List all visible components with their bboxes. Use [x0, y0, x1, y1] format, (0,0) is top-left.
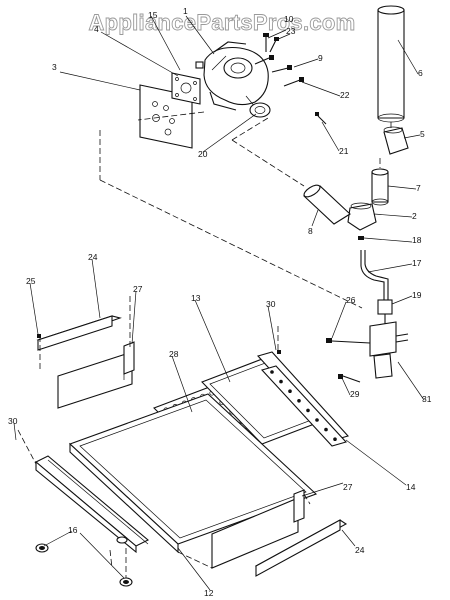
part-29-screw: [338, 374, 361, 383]
part-7-tube: [371, 168, 389, 206]
callout-4: 4: [94, 24, 99, 34]
callout-labels: 1 2 3 4 5 6 7 8 9 10 12 13 14 15 16 17 1…: [8, 6, 432, 598]
callout-12: 12: [204, 588, 214, 598]
callout-2: 2: [412, 211, 417, 221]
part-14-manifold-rail: [256, 351, 350, 447]
manifold-orifice: [333, 437, 337, 442]
callout-14: 14: [406, 482, 416, 492]
callout-7: 7: [416, 183, 421, 193]
part-17-18-19-gas-line: [358, 236, 393, 326]
callout-9: 9: [318, 53, 323, 63]
manifold-orifice: [297, 399, 301, 403]
callout-20: 20: [198, 149, 208, 159]
callout-1: 1: [183, 6, 188, 16]
callout-30-right: 30: [266, 299, 276, 309]
part-2-elbow: [347, 202, 377, 231]
callout-16: 16: [68, 525, 78, 535]
callout-19: 19: [412, 290, 422, 300]
callout-24-right: 24: [355, 545, 365, 555]
callout-25: 25: [26, 276, 36, 286]
part-1-inducer-blower: [203, 41, 269, 111]
callout-18: 18: [412, 235, 422, 245]
manifold-orifice: [315, 418, 319, 422]
callout-24-left: 24: [88, 252, 98, 262]
callout-21: 21: [339, 146, 349, 156]
callout-30-left: 30: [8, 416, 18, 426]
callout-31: 31: [422, 394, 432, 404]
callout-28: 28: [169, 349, 179, 359]
callout-27-right: 27: [343, 482, 353, 492]
part-16-feet: [35, 536, 133, 587]
callout-5: 5: [420, 129, 425, 139]
callout-26: 26: [346, 295, 356, 305]
manifold-orifice: [270, 370, 274, 374]
manifold-orifice: [288, 389, 292, 394]
part-30-screw-right: [277, 350, 281, 354]
alignment-lines-lower: [17, 296, 311, 578]
callout-23: 23: [286, 26, 296, 36]
part-8-pipe: [303, 184, 351, 225]
part-6-vent-pipe: [377, 5, 405, 123]
manifold-orifice: [306, 408, 310, 413]
leader-lines: [13, 15, 425, 591]
part-9-22-screws: [271, 65, 304, 87]
part-31-gas-valve: [326, 321, 409, 379]
callout-3: 3: [52, 62, 57, 72]
callout-17: 17: [412, 258, 422, 268]
part-24-side-panel-right: [254, 519, 348, 577]
callout-27-left: 27: [133, 284, 143, 294]
part-20-flange: [249, 102, 271, 118]
part-27-bracket-right: [211, 489, 305, 569]
callout-6: 6: [418, 68, 423, 78]
part-5-coupling: [383, 126, 409, 155]
part-23-10-bolts: [254, 33, 279, 65]
part-21-screw: [315, 112, 327, 125]
callout-22: 22: [340, 90, 350, 100]
part-25-screw: [37, 334, 41, 338]
callout-8: 8: [308, 226, 313, 236]
part-30-side-rail: [35, 455, 149, 554]
callout-10: 10: [284, 14, 294, 24]
watermark: AppliancePartsPros.com: [88, 10, 355, 35]
callout-13: 13: [191, 293, 201, 303]
part-4-gasket: [171, 72, 201, 105]
alignment-lines-upper: [99, 111, 392, 309]
part-27-bracket-left: [57, 341, 135, 409]
manifold-orifice: [324, 427, 328, 432]
callout-29: 29: [350, 389, 360, 399]
part-24-side-panel-left: [36, 315, 122, 351]
callout-15: 15: [148, 10, 158, 20]
part-15-fastener: [195, 61, 204, 69]
manifold-orifice: [279, 379, 283, 384]
